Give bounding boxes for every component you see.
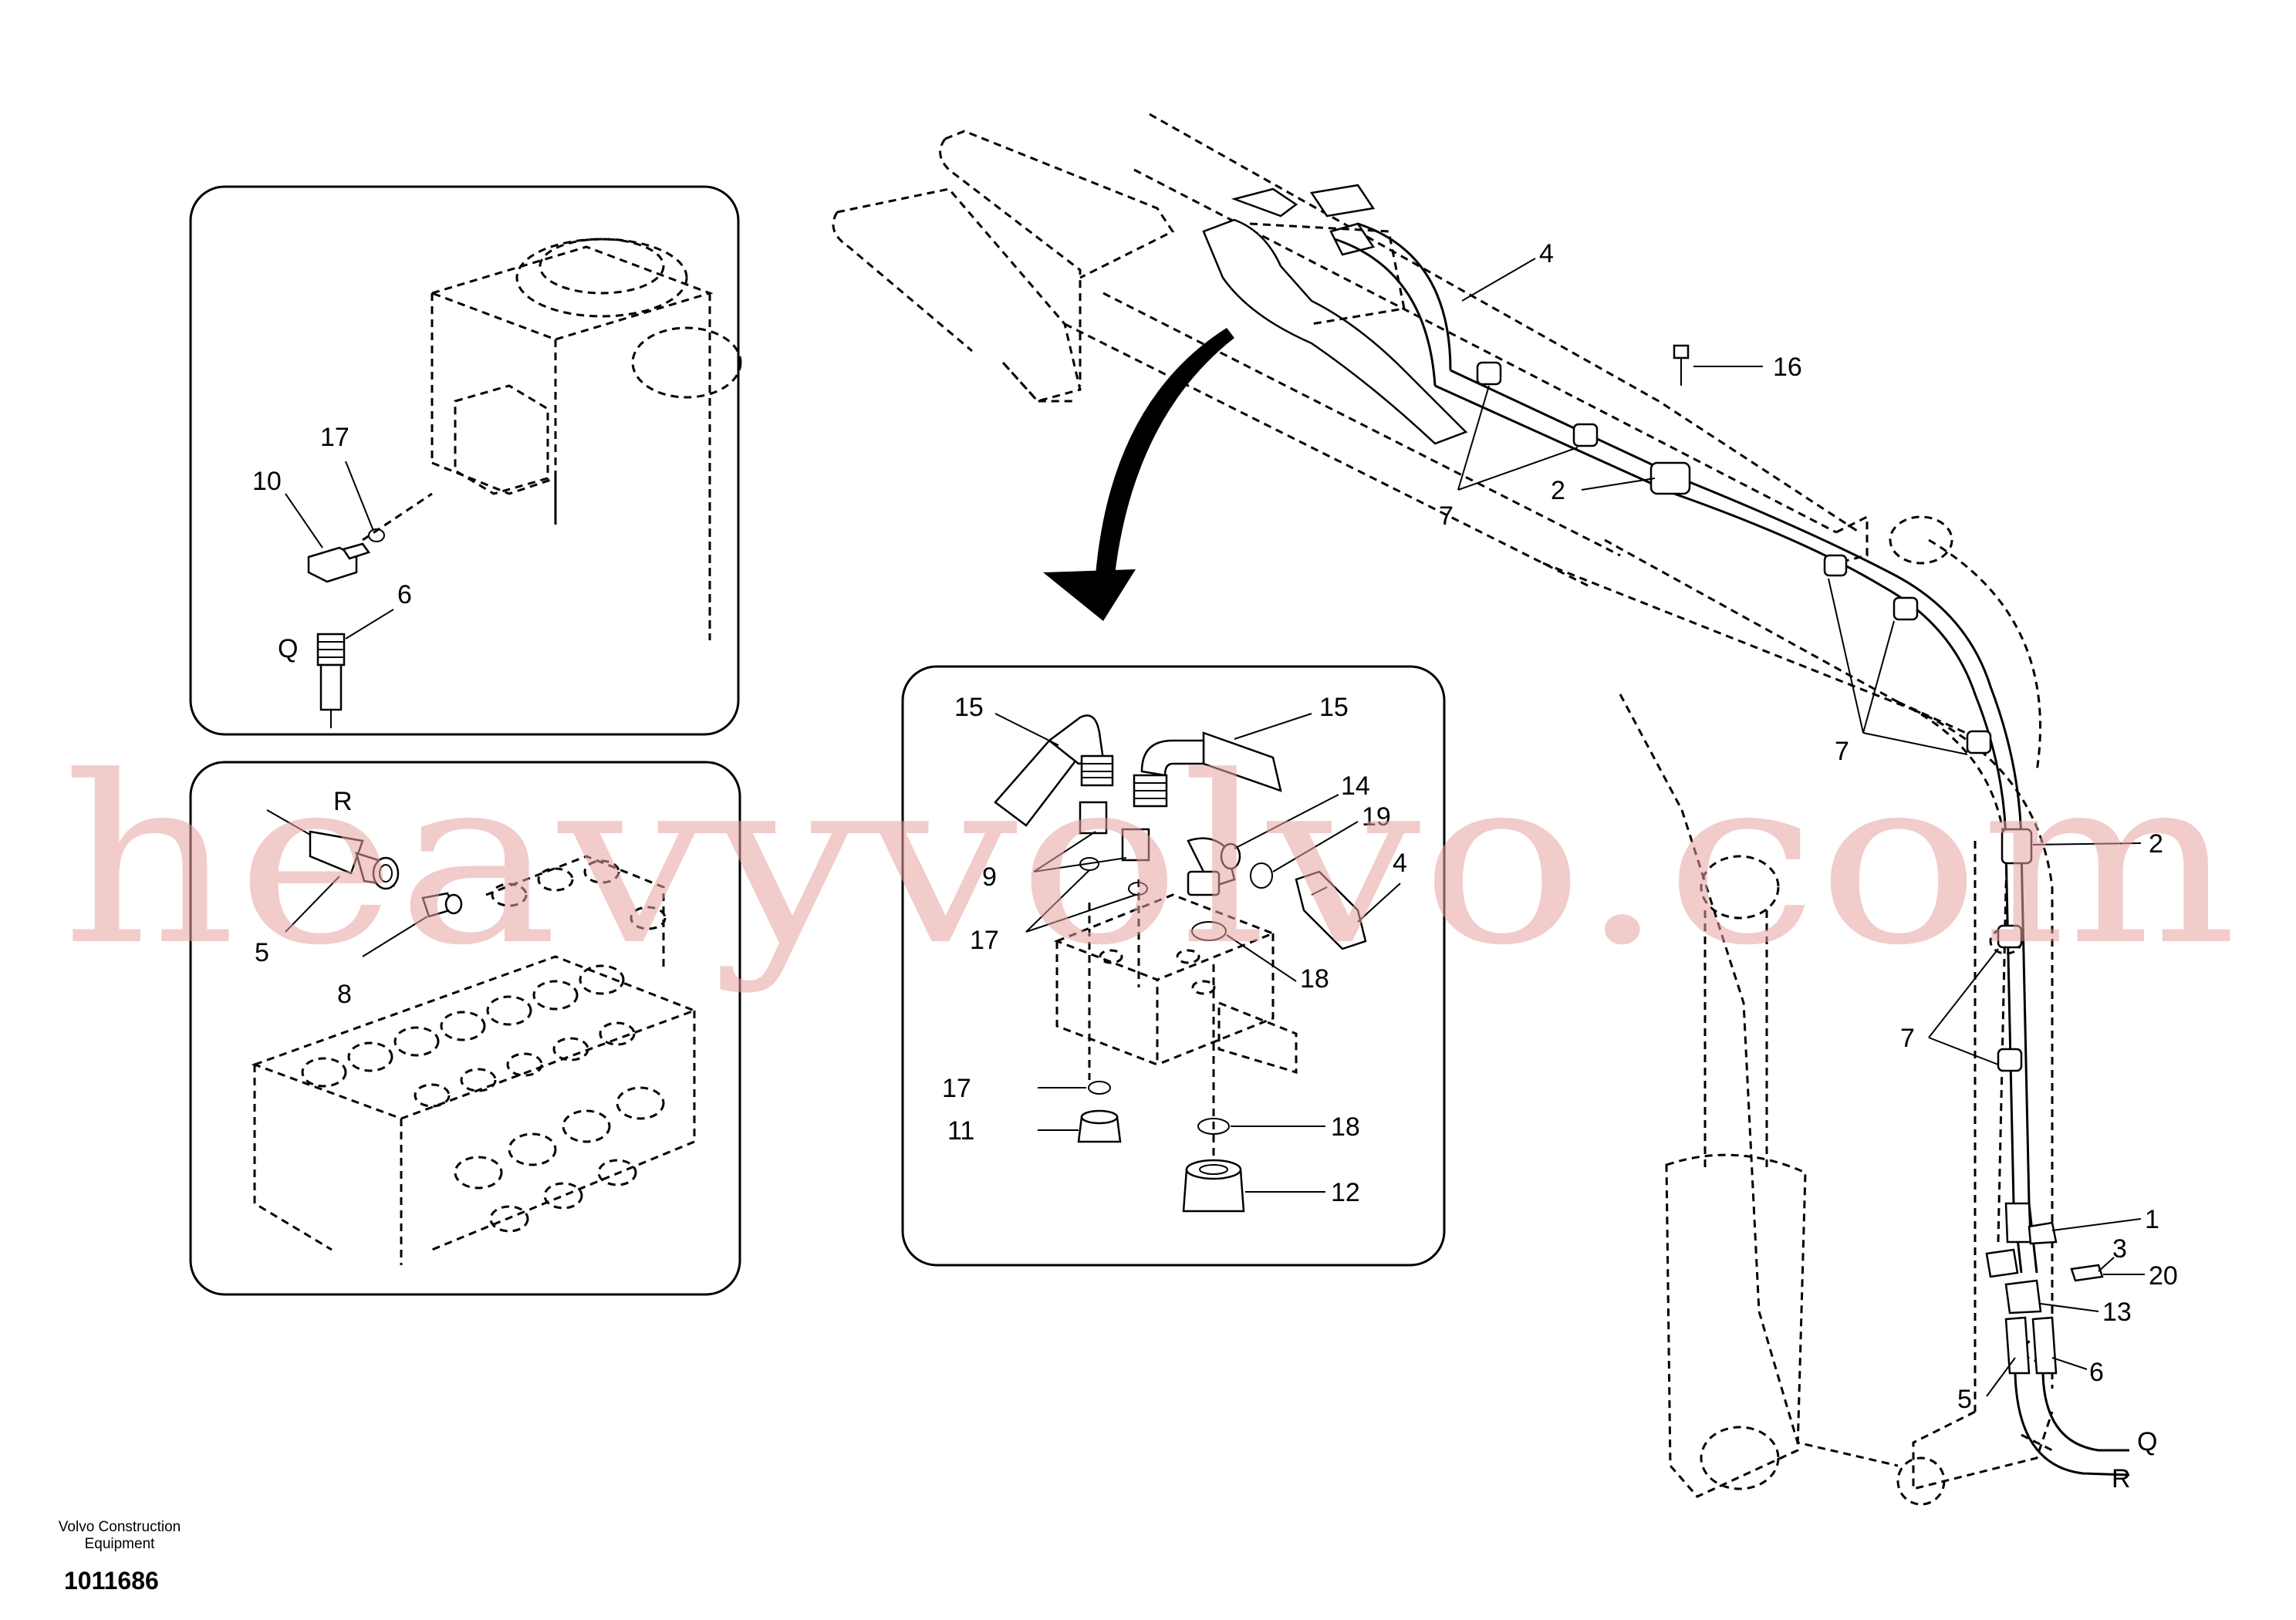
label-3: 3 [2112,1234,2127,1264]
label-6: 6 [397,580,412,609]
label-2-upper: 2 [1551,476,1565,505]
label-7-middle: 7 [1835,737,1849,766]
company-name-line2: Equipment [85,1536,156,1552]
watermark-text: heavyvolvo.com [62,727,2237,996]
footer: Volvo Construction Equipment 1011686 [59,1519,181,1595]
label-16: 16 [1773,353,1802,382]
label-20: 20 [2149,1261,2178,1291]
label-17-lower: 17 [942,1074,971,1103]
inset-connection-detail: 15 15 14 19 4 9 17 18 17 11 18 12 [901,665,1446,1267]
label-9: 9 [982,862,997,892]
label-10: 10 [252,467,282,496]
label-15-left: 15 [954,693,984,722]
label-r: R [333,787,353,816]
inset-control-valve: R 5 8 [189,761,741,1296]
label-17-upper: 17 [970,926,999,955]
company-name: Volvo Construction [59,1519,181,1535]
label-7-upper: 7 [1439,501,1454,531]
label-5: 5 [255,938,269,967]
label-15-right: 15 [1319,693,1349,722]
label-13: 13 [2102,1298,2132,1327]
label-8: 8 [337,980,352,1009]
label-17: 17 [320,423,349,452]
boom-arm-assembly: 4 16 2 7 7 2 7 1 3 20 13 6 5 Q R [832,113,2178,1506]
label-7-lower: 7 [1900,1024,1915,1053]
label-12: 12 [1331,1178,1360,1207]
label-5-main: 5 [1957,1385,1972,1414]
label-q: Q [278,634,298,663]
label-4: 4 [1539,239,1554,268]
label-19: 19 [1362,802,1391,832]
label-18-upper: 18 [1300,964,1329,994]
label-2-lower: 2 [2149,829,2163,859]
label-14: 14 [1341,771,1370,801]
label-6-main: 6 [2089,1358,2104,1387]
label-11: 11 [947,1116,974,1146]
label-18-lower: 18 [1331,1112,1360,1142]
detail-arrow [1043,328,1234,621]
label-r-main: R [2112,1464,2131,1493]
label-4-inset: 4 [1393,849,1407,878]
inset-valve-block-top: 17 10 6 Q [189,185,742,736]
drawing-number: 1011686 [64,1567,159,1595]
label-1: 1 [2145,1205,2159,1234]
label-q-main: Q [2137,1427,2157,1456]
